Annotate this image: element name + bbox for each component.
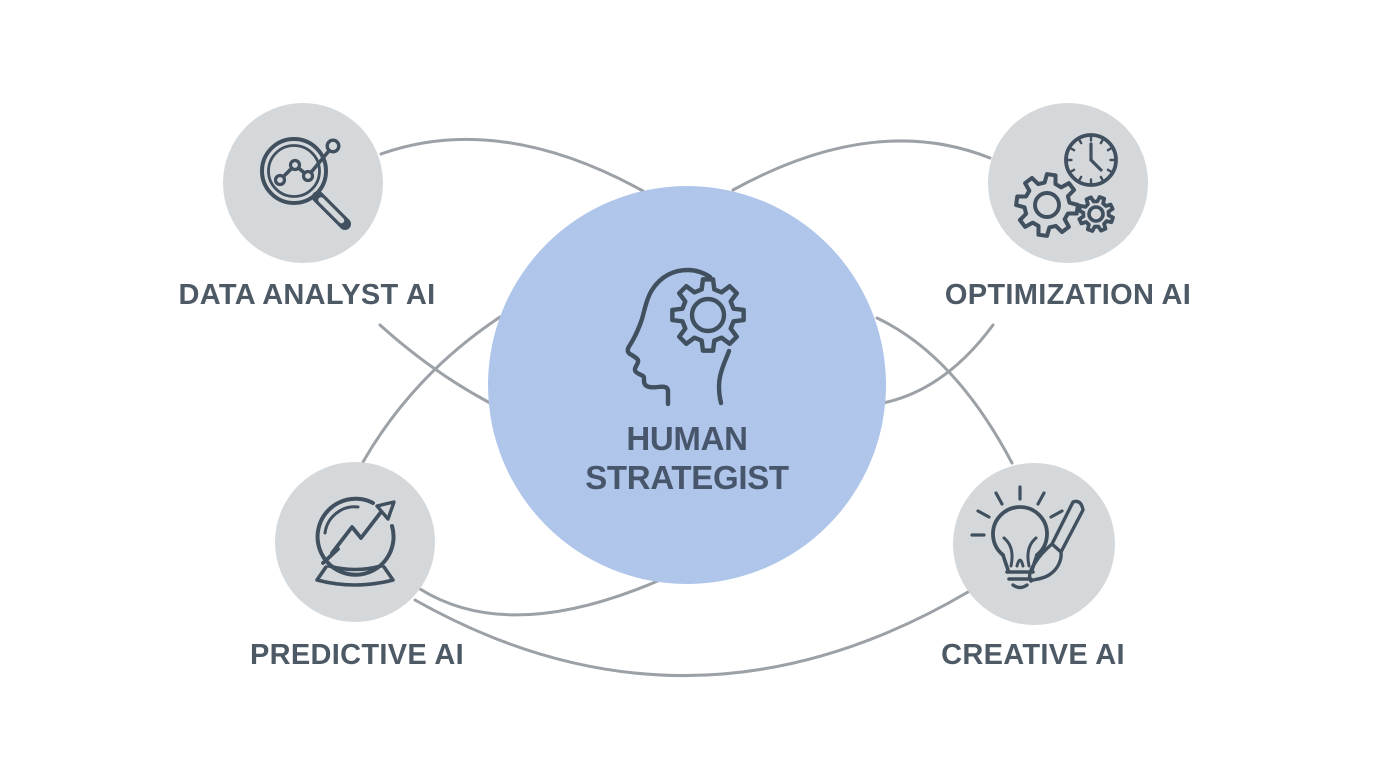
connector-center-right-to-bottomright [875,316,1014,465]
center-label-line2: STRATEGIST [585,459,789,496]
node-circle-predictive [275,462,435,622]
connector-center-top-to-topright [731,139,992,192]
magnifier-chart-icon [260,137,351,230]
connector-center-right-to-topright [881,323,995,405]
lightbulb-brush-icon [970,485,1085,590]
center-label-line1: HUMAN [626,420,748,457]
node-circle-data-analyst [223,103,383,263]
connector-topleft-to-center-top [379,137,645,193]
label-data-analyst-ai: DATA ANALYST AI [178,279,436,311]
center-circle-human-strategist [488,186,886,584]
connector-topleft-to-center-left [378,323,492,405]
head-gear-icon [625,267,744,407]
connector-bottomleft-to-bottomright [413,590,970,678]
label-predictive-ai: PREDICTIVE AI [250,639,464,671]
gears-clock-icon [1012,133,1120,240]
node-circle-creative [953,463,1115,625]
connector-bottomleft-to-center-bottom [418,578,662,617]
connector-bottomleft-to-center-left [361,315,502,464]
crystal-ball-trend-icon [315,496,396,587]
label-optimization-ai: OPTIMIZATION AI [944,279,1192,311]
label-creative-ai: CREATIVE AI [941,639,1125,671]
center-label-human-strategist: HUMAN STRATEGIST [487,419,887,497]
